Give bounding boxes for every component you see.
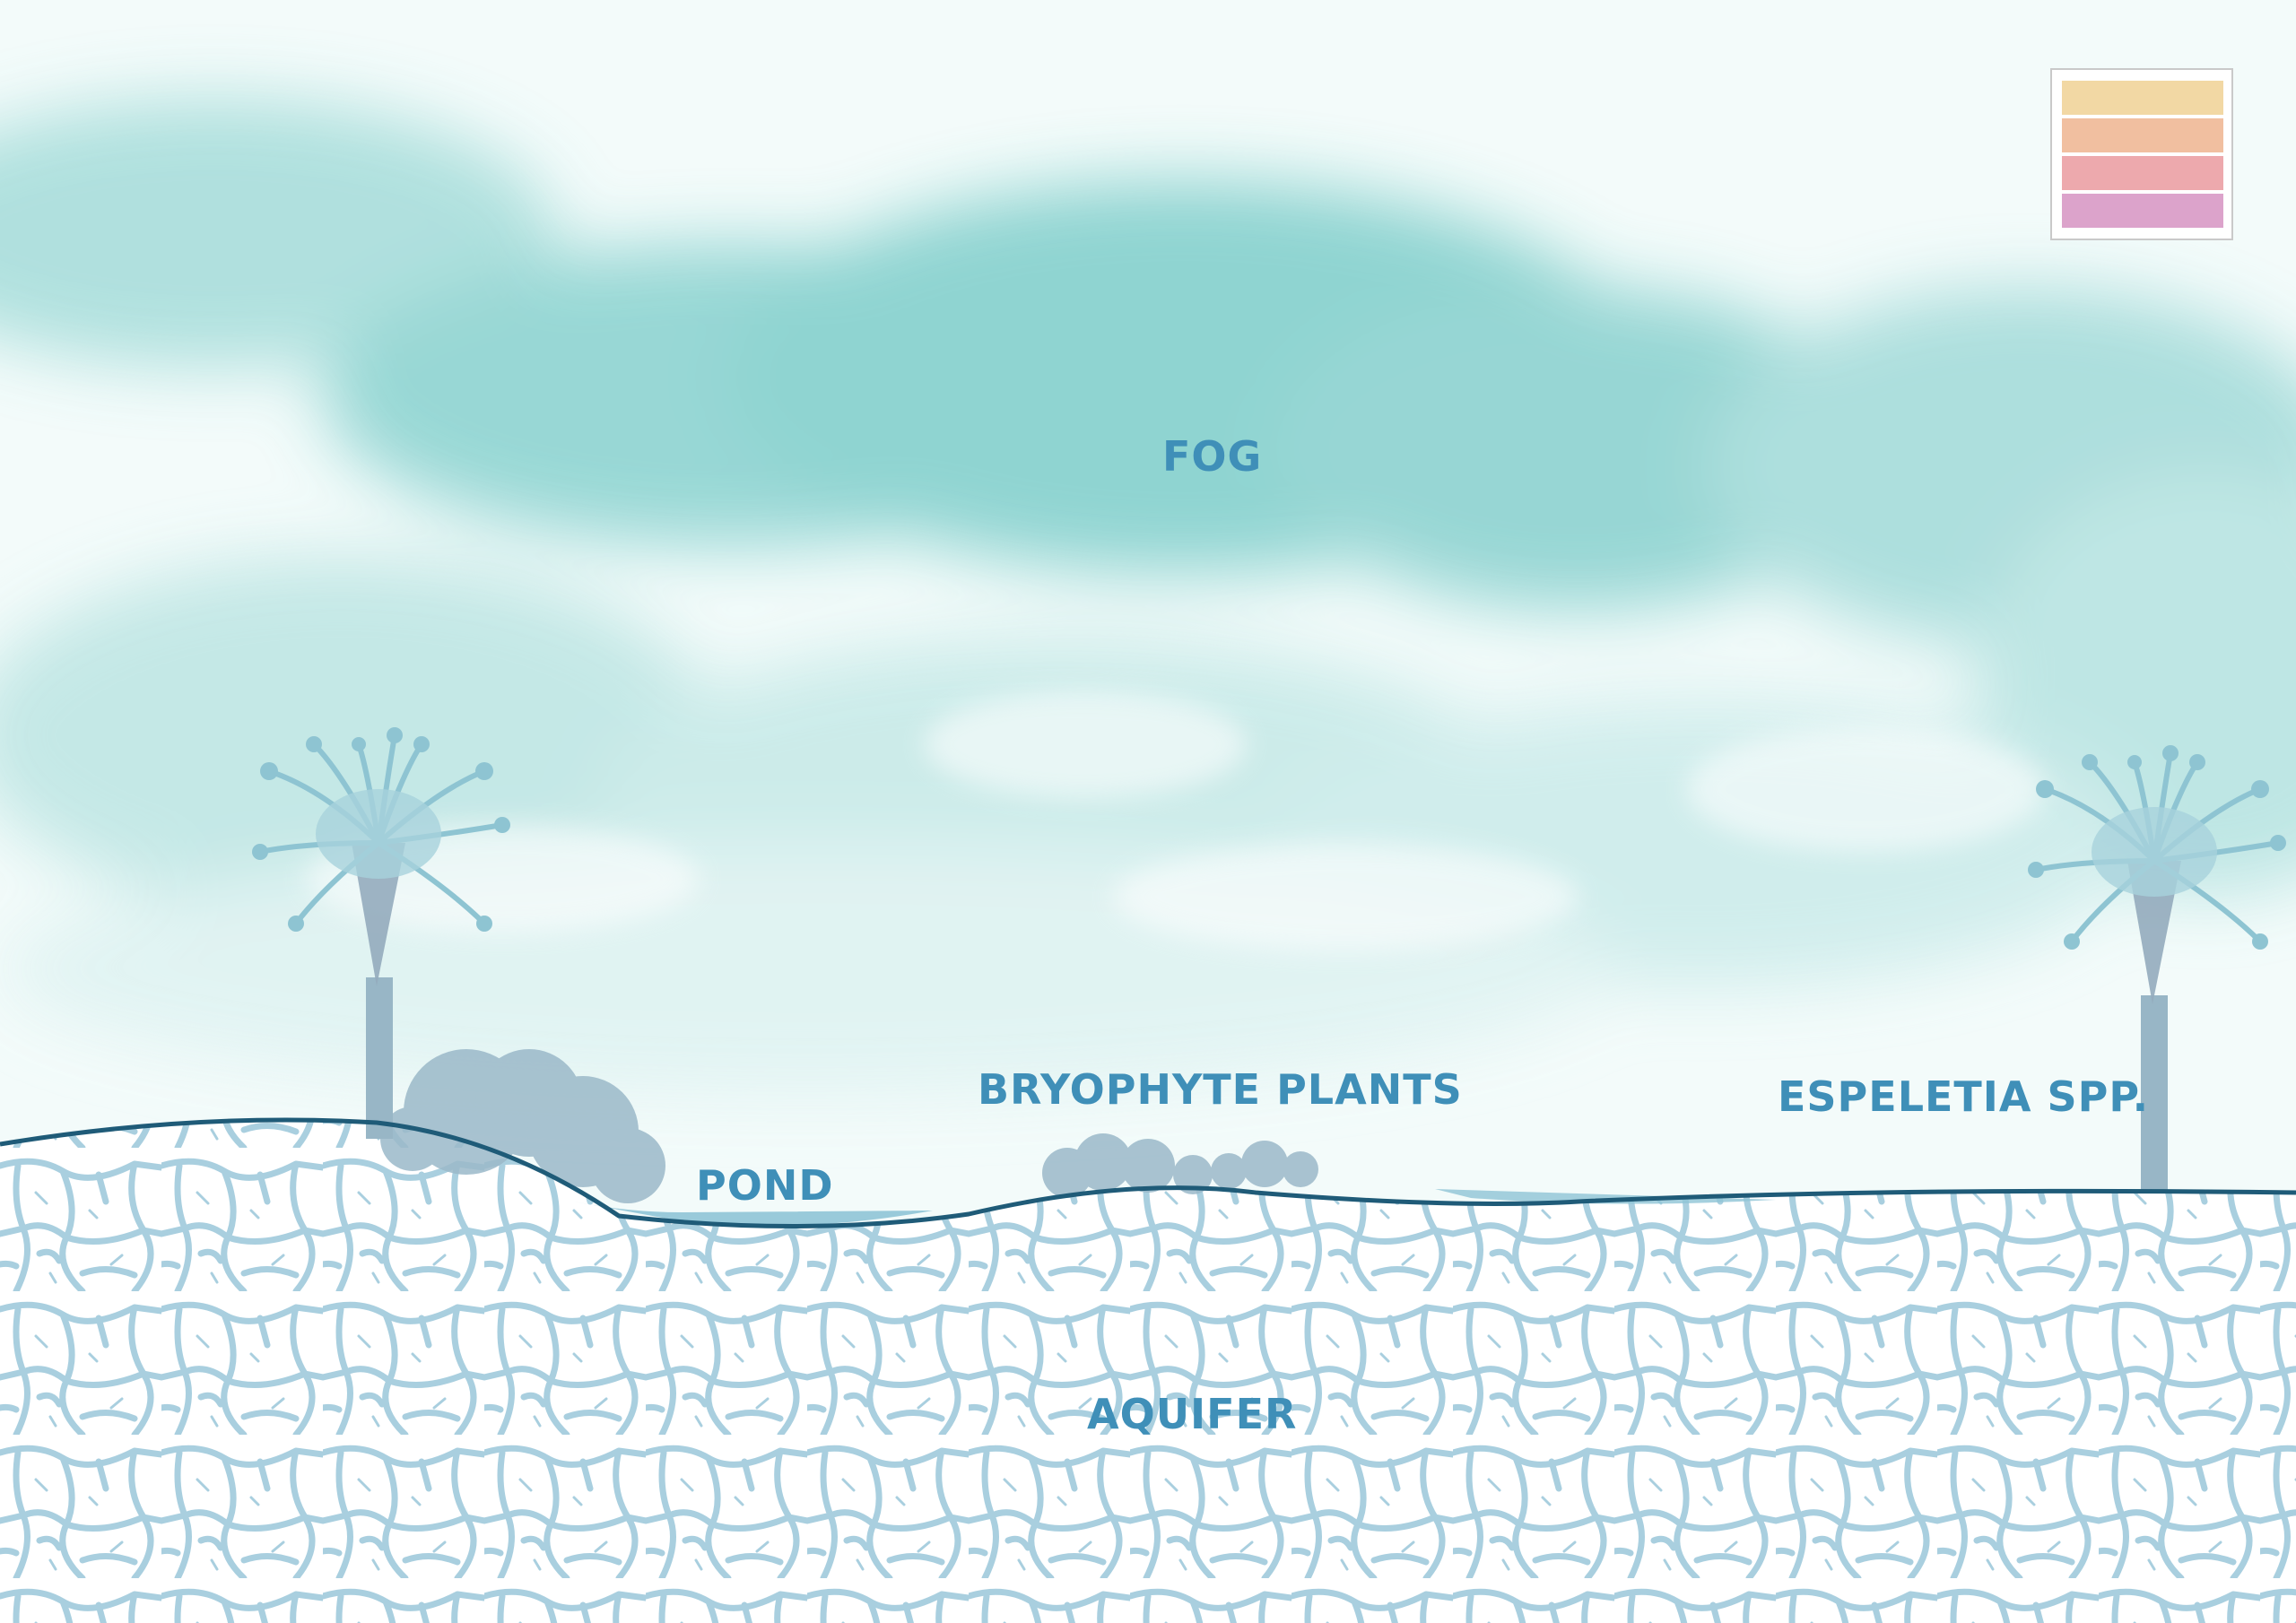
bryophyte-plants-label: BRYOPHYTE PLANTS: [978, 1065, 1463, 1114]
pond-water-right: [1435, 1189, 1776, 1204]
aquifer-soil: [0, 1120, 2296, 1623]
swatch-1: [2062, 81, 2223, 115]
espeletia-plant-right: [2028, 745, 2286, 1193]
pond-water: [574, 1202, 933, 1226]
fog-label: FOG: [1162, 432, 1263, 481]
swatch-4: [2062, 194, 2223, 228]
pond-label: POND: [696, 1161, 834, 1210]
swatch-2: [2062, 118, 2223, 152]
espeletia-label: ESPELETIA SPP.: [1778, 1072, 2150, 1121]
color-swatch-legend: [2050, 68, 2233, 240]
aquifer-label: AQUIFER: [1087, 1390, 1298, 1438]
bryophyte-plants: [1042, 1133, 1318, 1198]
shrub-left: [380, 1049, 665, 1203]
swatch-3: [2062, 156, 2223, 190]
ground-line: [0, 1117, 2296, 1228]
espeletia-plant-left: [252, 727, 510, 1139]
